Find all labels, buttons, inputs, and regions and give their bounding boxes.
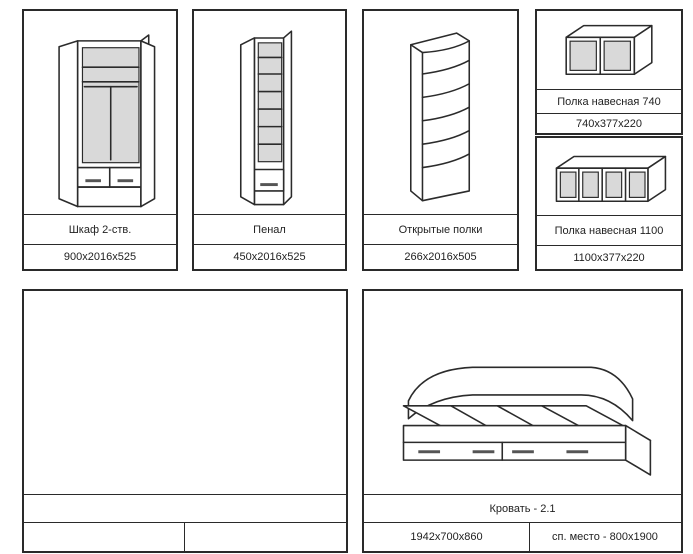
product-size: 266x2016x505 xyxy=(364,244,517,269)
product-name: Полка навесная 740 xyxy=(537,89,681,113)
product-name: Шкаф 2-ств. xyxy=(24,214,176,244)
product-size: 900x2016x525 xyxy=(24,244,176,269)
product-card-pencil-case[interactable]: Пенал 450x2016x525 xyxy=(192,9,347,271)
bed-image xyxy=(364,291,681,494)
product-size xyxy=(24,522,184,551)
product-card-empty[interactable] xyxy=(22,289,348,553)
wall-shelf-1100-image xyxy=(537,138,681,213)
product-size: 1100x377x220 xyxy=(537,245,681,269)
wall-shelf-740-image xyxy=(537,11,681,85)
product-card-wall-shelf-1100[interactable]: Полка навесная 1100 1100x377x220 xyxy=(535,136,683,271)
sleeping-place-size: сп. место - 800x1900 xyxy=(529,522,681,551)
empty-image-area xyxy=(24,291,346,494)
product-size-secondary xyxy=(184,522,346,551)
product-name xyxy=(24,494,346,522)
product-name: Открытые полки xyxy=(364,214,517,244)
cell-divider xyxy=(529,522,530,551)
product-name: Кровать - 2.1 xyxy=(364,494,681,522)
product-size: 1942x700x860 xyxy=(364,522,529,551)
wardrobe-image xyxy=(24,11,176,214)
cell-divider xyxy=(184,522,185,551)
product-card-bed[interactable]: Кровать - 2.1 1942x700x860 сп. место - 8… xyxy=(362,289,683,553)
product-card-wall-shelf-740[interactable]: Полка навесная 740 740x377x220 xyxy=(535,9,683,135)
product-size: 450x2016x525 xyxy=(194,244,345,269)
pencil-case-image xyxy=(194,11,345,214)
open-shelves-image xyxy=(364,11,517,214)
product-name: Пенал xyxy=(194,214,345,244)
product-card-wardrobe[interactable]: Шкаф 2-ств. 900x2016x525 xyxy=(22,9,178,271)
product-name: Полка навесная 1100 xyxy=(537,215,681,245)
product-size: 740x377x220 xyxy=(537,113,681,133)
product-card-open-shelves[interactable]: Открытые полки 266x2016x505 xyxy=(362,9,519,271)
